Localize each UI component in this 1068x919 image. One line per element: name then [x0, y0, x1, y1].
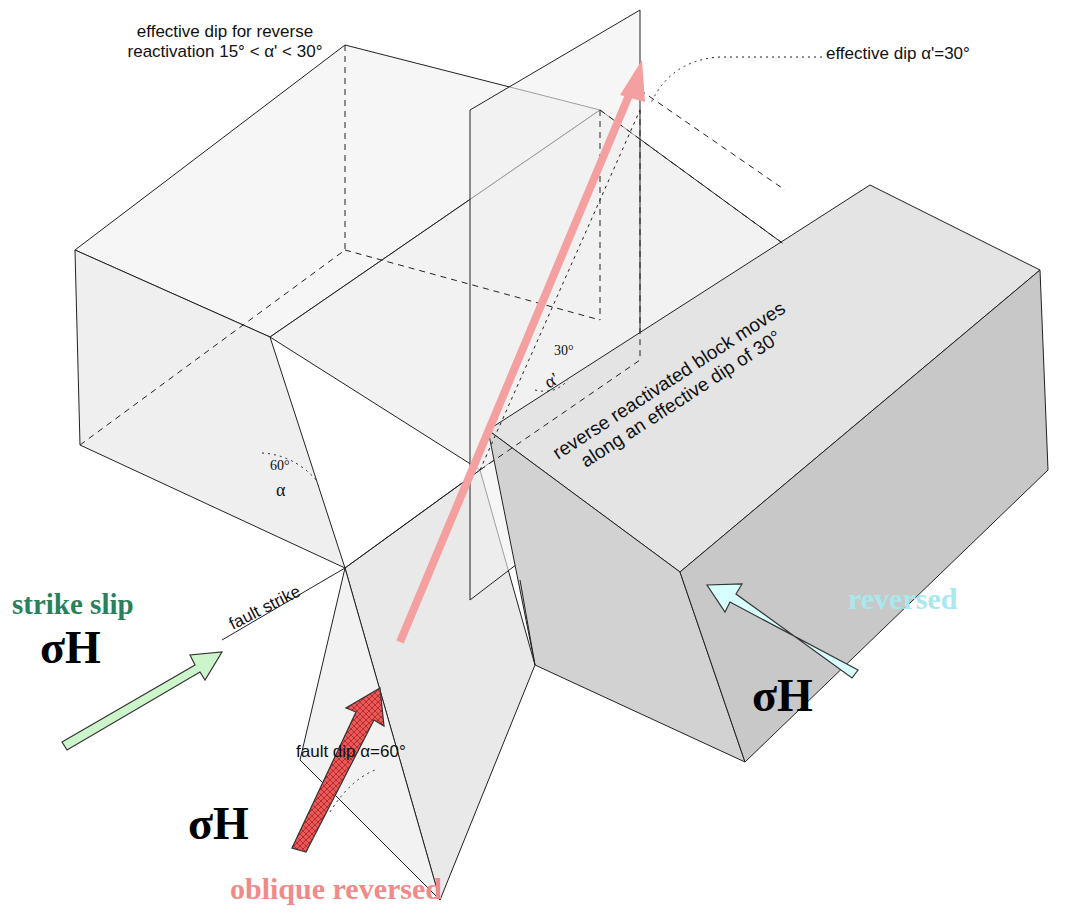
- angle-label: 60°: [270, 458, 310, 474]
- angle-symbol: α: [276, 480, 306, 501]
- stress-symbol: σH: [40, 622, 150, 675]
- stress-symbol: σH: [752, 670, 862, 723]
- stress-symbol: σH: [188, 798, 298, 851]
- note: effective dip α'=30°: [826, 44, 1046, 64]
- angle-label: 30°: [554, 343, 594, 359]
- note: effective dip for reverse reactivation 1…: [120, 22, 330, 61]
- stress-regime: strike slip: [12, 588, 212, 621]
- stress-regime: reversed: [848, 582, 1048, 617]
- dip-label: fault dip α=60°: [296, 742, 456, 762]
- stress-regime: oblique reversed: [230, 872, 530, 907]
- axis-label: fault strike: [203, 570, 328, 646]
